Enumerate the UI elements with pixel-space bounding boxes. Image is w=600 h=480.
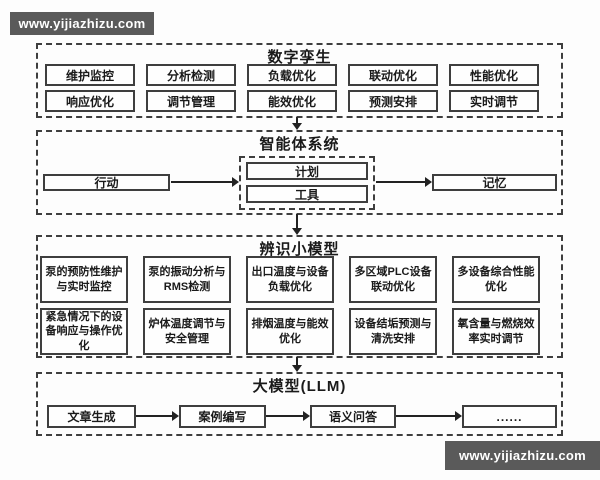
llm-node: 语义问答 [310, 405, 396, 428]
sm-node: 排烟温度与能效 优化 [246, 308, 334, 355]
llm-node: 案例编写 [179, 405, 266, 428]
layer-digital-twin: 数字孪生 维护监控 分析检测 负载优化 联动优化 性能优化 响应优化 调节管理 … [36, 43, 563, 118]
llm-node-ellipsis: ...... [462, 405, 557, 428]
sm-node: 设备结垢预测与 清洗安排 [349, 308, 437, 355]
sm-node: 炉体温度调节与 安全管理 [143, 308, 231, 355]
dt-node: 性能优化 [449, 64, 539, 86]
sm-node: 多区域PLC设备 联动优化 [349, 256, 437, 303]
small-models-title: 辨识小模型 [259, 241, 340, 258]
dt-node: 预测安排 [348, 90, 438, 112]
plan-node: 计划 [246, 162, 368, 180]
sm-node: 多设备综合性能 优化 [452, 256, 540, 303]
layer-agent-system: 智能体系统 行动 计划 工具 记忆 [36, 130, 563, 215]
dt-node: 负载优化 [247, 64, 337, 86]
llm-title: 大模型(LLM) [252, 378, 347, 395]
dt-node: 维护监控 [45, 64, 135, 86]
dt-node: 能效优化 [247, 90, 337, 112]
digital-twin-row-1: 维护监控 分析检测 负载优化 联动优化 性能优化 [45, 64, 539, 86]
plan-tools-group: 计划 工具 [239, 156, 375, 210]
watermark-top: www.yijiazhizu.com [10, 12, 154, 35]
watermark-bottom: www.yijiazhizu.com [445, 441, 600, 470]
sm-node: 紧急情况下的设 备响应与操作优 化 [40, 308, 128, 355]
dt-node: 分析检测 [146, 64, 236, 86]
digital-twin-title: 数字孪生 [267, 49, 332, 66]
dt-node: 实时调节 [449, 90, 539, 112]
sm-node: 泵的预防性维护 与实时监控 [40, 256, 128, 303]
action-node: 行动 [43, 174, 170, 191]
agent-system-title: 智能体系统 [259, 136, 340, 153]
dt-node: 联动优化 [348, 64, 438, 86]
sm-node: 氧含量与燃烧效 率实时调节 [452, 308, 540, 355]
memory-node: 记忆 [432, 174, 557, 191]
small-models-row-1: 泵的预防性维护 与实时监控 泵的振动分析与 RMS检测 出口温度与设备 负载优化… [40, 256, 540, 303]
dt-node: 调节管理 [146, 90, 236, 112]
digital-twin-row-2: 响应优化 调节管理 能效优化 预测安排 实时调节 [45, 90, 539, 112]
llm-node: 文章生成 [47, 405, 136, 428]
small-models-row-2: 紧急情况下的设 备响应与操作优 化 炉体温度调节与 安全管理 排烟温度与能效 优… [40, 308, 540, 355]
sm-node: 出口温度与设备 负载优化 [246, 256, 334, 303]
dt-node: 响应优化 [45, 90, 135, 112]
layer-small-models: 辨识小模型 泵的预防性维护 与实时监控 泵的振动分析与 RMS检测 出口温度与设… [36, 235, 563, 358]
tools-node: 工具 [246, 185, 368, 203]
sm-node: 泵的振动分析与 RMS检测 [143, 256, 231, 303]
layer-llm: 大模型(LLM) 文章生成 案例编写 语义问答 ...... [36, 372, 563, 436]
